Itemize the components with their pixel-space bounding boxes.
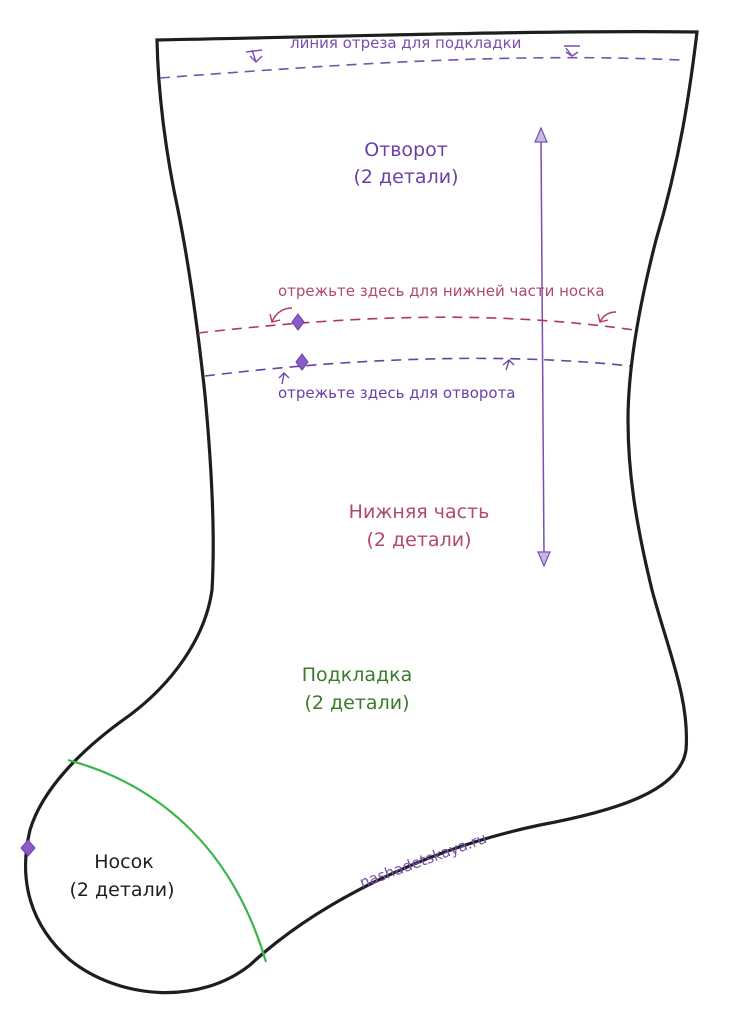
cut-lower-fold-arrow-icon — [269, 307, 617, 323]
stocking-outline — [23, 30, 699, 995]
cut-lower-line-label: отрежьте здесь для нижней части носка — [278, 282, 605, 300]
notch-diamond-icon — [295, 353, 309, 371]
toe-title: Носок — [94, 851, 153, 873]
cut-cuff-fold-arrow-icon — [278, 359, 515, 385]
fold-arrow-icon — [245, 45, 580, 63]
lining-cut-line — [159, 56, 681, 79]
notch-diamond-icon — [20, 839, 36, 857]
watermark: nashadetskaya.ru — [357, 829, 489, 892]
cuff-title: Отворот — [364, 139, 448, 161]
grain-double-arrow-icon — [534, 126, 551, 568]
notch-diamond-icon — [291, 313, 305, 331]
lining-title: Подкладка — [302, 664, 413, 686]
cut-lower-line — [197, 316, 635, 334]
toe-seam-line — [67, 758, 268, 963]
lower-title: Нижняя часть — [349, 501, 490, 523]
lining-count: (2 детали) — [305, 692, 410, 714]
lining-cut-line-label: линия отреза для подкладки — [290, 34, 521, 52]
cut-cuff-line — [204, 357, 631, 377]
cut-cuff-line-label: отрежьте здесь для отворота — [278, 384, 516, 402]
cuff-count: (2 детали) — [354, 166, 459, 188]
toe-count: (2 детали) — [70, 879, 175, 901]
lower-count: (2 детали) — [367, 529, 472, 551]
